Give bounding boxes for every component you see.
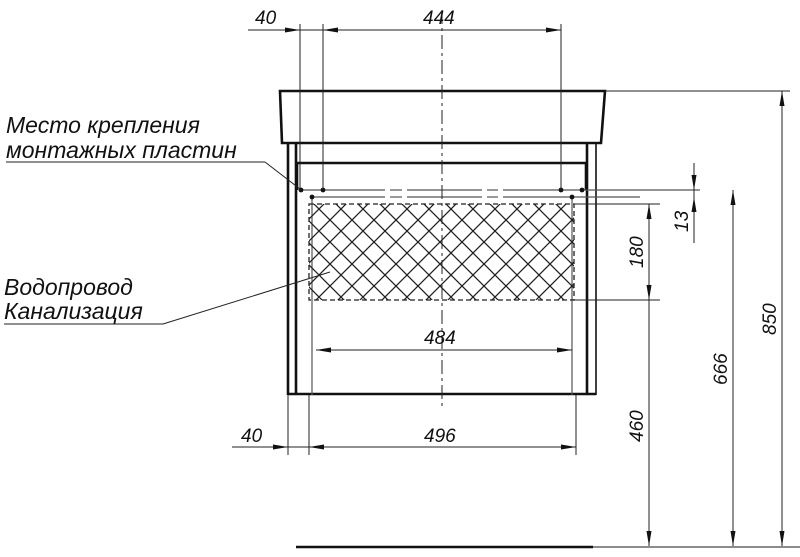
note-plumbing-line1: Водопровод	[4, 274, 133, 300]
vertical-dimensions	[605, 90, 790, 546]
dim-cabinet-width: 496	[424, 426, 456, 447]
dim-total-height: 850	[760, 303, 781, 335]
dim-plumbing-zone-width: 484	[424, 328, 456, 349]
note-mounting-plates-line1: Место крепления	[6, 112, 200, 138]
dim-plate-height: 666	[711, 353, 732, 385]
bottom-dimensions	[232, 395, 577, 455]
plumbing-zone	[308, 203, 660, 301]
mounting-plates-leader-diag	[264, 161, 301, 190]
dimension-484	[316, 347, 572, 353]
note-mounting-plates-line2: монтажных пластин	[6, 137, 237, 163]
dim-top-plate-spacing: 444	[423, 8, 455, 29]
dim-plumbing-zone-height: 180	[627, 236, 648, 268]
dim-bottom-left-offset: 40	[241, 426, 263, 447]
mounting-plate-lines	[298, 187, 700, 200]
dim-plate-offset: 13	[672, 210, 693, 232]
top-dimensions	[248, 24, 562, 190]
note-plumbing-line2: Канализация	[4, 298, 143, 324]
plumbing-leader-diag	[162, 271, 331, 325]
washbasin-outline	[278, 89, 607, 145]
dim-top-left-offset: 40	[255, 8, 277, 29]
dim-cabinet-bottom-height: 460	[627, 410, 648, 442]
